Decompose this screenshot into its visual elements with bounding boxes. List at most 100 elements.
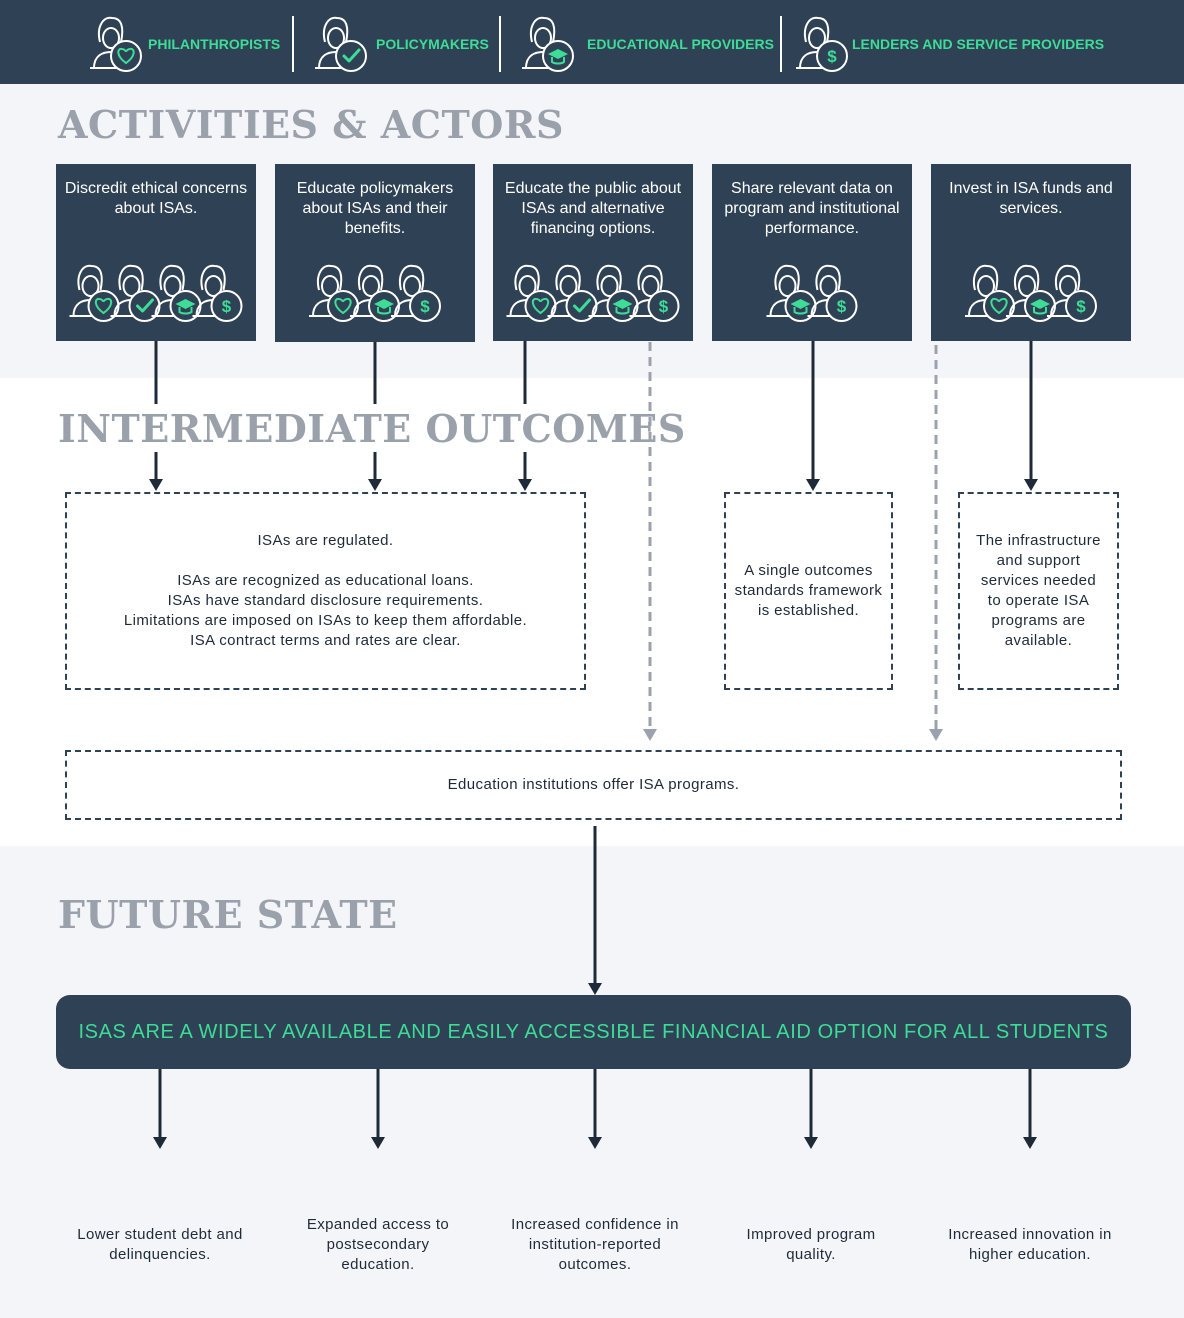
graduation-cap-icon xyxy=(542,40,574,72)
outcome-infrastructure-box: The infrastructure and support services … xyxy=(958,492,1119,690)
graduation-cap-icon xyxy=(368,290,400,322)
arrow-head xyxy=(1024,479,1038,491)
section-title-activities: ACTIVITIES & ACTORS xyxy=(58,102,564,147)
heart-icon xyxy=(327,290,359,322)
actor-person: $ xyxy=(391,264,441,322)
actor-person xyxy=(588,264,639,322)
check-icon xyxy=(128,290,161,322)
dollar-icon: $ xyxy=(816,40,848,72)
outcome-institutions-box: Education institutions offer ISA program… xyxy=(65,750,1122,820)
section-title-future: FUTURE STATE xyxy=(58,892,398,937)
legend-label-lenders: LENDERS AND SERVICE PROVIDERS xyxy=(852,36,1105,52)
arrow-head xyxy=(929,729,943,741)
legend-item-lenders: $ LENDERS AND SERVICE PROVIDERS xyxy=(794,14,1104,74)
arrow-head xyxy=(806,479,820,491)
actor-person xyxy=(1006,264,1056,322)
actor-person xyxy=(506,264,557,322)
actor-person xyxy=(547,264,598,322)
result-item: Increased confidence in institution-repo… xyxy=(511,1216,679,1273)
legend-item-philanthropists: PHILANTHROPISTS xyxy=(88,14,288,74)
future-band xyxy=(0,846,1184,1318)
svg-text:$: $ xyxy=(1076,297,1086,316)
dollar-icon: $ xyxy=(825,290,858,322)
heart-icon xyxy=(983,290,1015,322)
outcome-standards-box: A single outcomes standards framework is… xyxy=(724,492,893,690)
actor-person: $ xyxy=(629,264,680,322)
outcome-item: ISA contract terms and rates are clear. xyxy=(190,632,461,649)
dollar-icon: $ xyxy=(647,290,680,322)
legend-divider xyxy=(499,16,501,72)
actor-icons: $ xyxy=(506,264,680,322)
dollar-icon: $ xyxy=(210,290,243,322)
activity-card: Share relevant data on program and insti… xyxy=(712,164,912,341)
heart-icon xyxy=(87,290,120,322)
outcome-item: ISAs have standard disclosure requiremen… xyxy=(167,592,484,609)
svg-text:$: $ xyxy=(827,47,837,66)
svg-text:$: $ xyxy=(659,297,669,316)
legend-label-philanthropists: PHILANTHROPISTS xyxy=(148,36,281,52)
actor-icons: $ xyxy=(965,264,1097,322)
dollar-icon: $ xyxy=(409,290,441,322)
result-item: Improved program quality. xyxy=(746,1226,876,1263)
svg-text:$: $ xyxy=(837,297,847,316)
outcome-item: Limitations are imposed on ISAs to keep … xyxy=(123,612,528,629)
activity-card: Educate policymakers about ISAs and thei… xyxy=(275,164,475,342)
actor-icons: $ xyxy=(766,264,858,322)
legend-label-educational-providers: EDUCATIONAL PROVIDERS xyxy=(587,36,774,52)
actor-person xyxy=(350,264,400,322)
heart-icon xyxy=(524,290,557,322)
actor-person xyxy=(309,264,359,322)
actor-person: $ xyxy=(192,264,243,322)
graduation-cap-icon xyxy=(1024,290,1056,322)
legend-item-educational-providers: EDUCATIONAL PROVIDERS xyxy=(520,14,774,74)
check-icon xyxy=(335,40,367,72)
outcome-institutions-text: Education institutions offer ISA program… xyxy=(447,776,740,793)
legend-label-policymakers: POLICYMAKERS xyxy=(376,36,489,52)
actor-legend-bar: PHILANTHROPISTS POLICYMAKERS EDUCATIONAL… xyxy=(0,0,1184,84)
activity-text: Discredit ethical concerns about ISAs. xyxy=(64,180,248,217)
outcome-item: ISAs are recognized as educational loans… xyxy=(177,572,474,589)
arrow-head xyxy=(149,479,163,491)
graduation-cap-icon xyxy=(784,290,817,322)
outcome-heading: ISAs are regulated. xyxy=(257,532,394,549)
activity-text: Educate the public about ISAs and altern… xyxy=(504,180,682,237)
actor-person xyxy=(110,264,161,322)
activity-text: Share relevant data on program and insti… xyxy=(724,180,900,237)
activity-text: Invest in ISA funds and services. xyxy=(949,180,1113,217)
result-item: Expanded access to postsecondary educati… xyxy=(306,1216,450,1273)
actor-person: $ xyxy=(1047,264,1097,322)
future-state-goal-text: ISAS ARE A WIDELY AVAILABLE AND EASILY A… xyxy=(78,1020,1109,1043)
actor-person xyxy=(766,264,817,322)
actor-icons: $ xyxy=(69,264,243,322)
svg-text:$: $ xyxy=(420,297,430,316)
heart-icon xyxy=(90,16,142,72)
arrow-head xyxy=(643,729,657,741)
svg-text:$: $ xyxy=(222,297,232,316)
check-icon xyxy=(315,16,367,72)
graduation-cap-icon xyxy=(169,290,202,322)
arrow-head xyxy=(518,479,532,491)
activity-text: Educate policymakers about ISAs and thei… xyxy=(296,180,454,237)
heart-icon xyxy=(110,40,142,72)
legend-item-policymakers: POLICYMAKERS xyxy=(313,14,493,74)
outcome-infrastructure-text: The infrastructure and support services … xyxy=(976,532,1101,649)
check-icon xyxy=(565,290,598,322)
actor-person xyxy=(965,264,1015,322)
result-item: Increased innovation in higher education… xyxy=(948,1226,1112,1263)
actor-person xyxy=(151,264,202,322)
activity-card: Educate the public about ISAs and altern… xyxy=(493,164,693,341)
legend-divider xyxy=(780,16,782,72)
graduation-cap-icon xyxy=(522,16,574,72)
activity-card: Discredit ethical concerns about ISAs. $ xyxy=(56,164,256,341)
actor-icons: $ xyxy=(309,264,441,322)
outcome-regulated-box: ISAs are regulated. ISAs are recognized … xyxy=(65,492,586,690)
dollar-icon: $ xyxy=(796,16,848,72)
activity-card: Invest in ISA funds and services. $ xyxy=(931,164,1131,341)
arrow-head xyxy=(368,479,382,491)
graduation-cap-icon xyxy=(606,290,639,322)
outcome-standards-text: A single outcomes standards framework is… xyxy=(734,562,883,619)
future-state-goal: ISAS ARE A WIDELY AVAILABLE AND EASILY A… xyxy=(56,995,1131,1069)
actor-person: $ xyxy=(807,264,858,322)
legend-divider xyxy=(292,16,294,72)
actor-person xyxy=(69,264,120,322)
